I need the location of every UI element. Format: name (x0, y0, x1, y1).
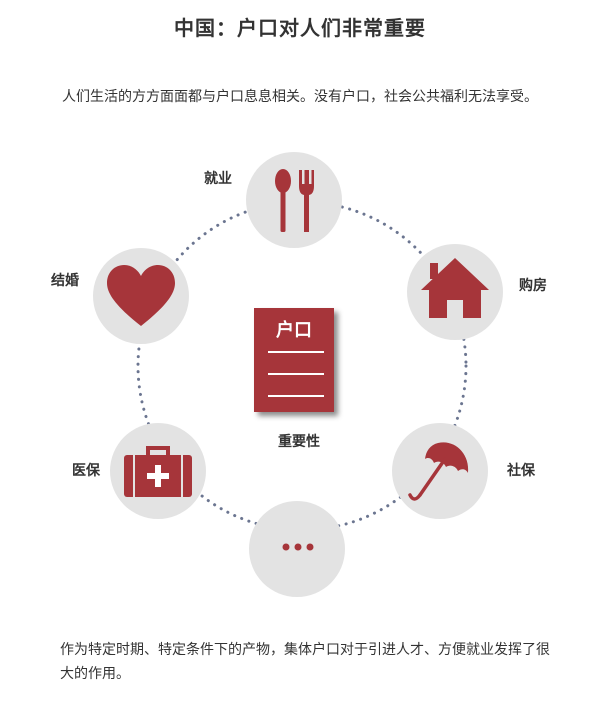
node-medical-label: 医保 (72, 463, 100, 479)
hukou-diagram: 就业 购房 结婚 医保 社保 (0, 140, 600, 610)
node-housing-label: 购房 (519, 278, 547, 294)
node-marriage (93, 248, 189, 344)
card-line (268, 351, 324, 353)
page-title: 中国：户口对人们非常重要 (174, 16, 426, 40)
fork-spoon-icon (275, 169, 314, 232)
house-icon (421, 258, 489, 318)
node-employment (246, 152, 342, 248)
node-social-security (392, 423, 488, 519)
node-housing (407, 244, 503, 340)
node-employment-label: 就业 (204, 171, 232, 187)
hukou-card: 户口 (254, 308, 334, 412)
node-social-security-label: 社保 (507, 463, 535, 479)
node-more (249, 501, 345, 597)
node-marriage-label: 结婚 (51, 273, 79, 289)
intro-text: 人们生活的方方面面都与户口息息相关。没有户口，社会公共福利无法享受。 (62, 89, 538, 105)
heart-icon (107, 265, 175, 326)
ellipsis-icon (282, 543, 314, 551)
card-line (268, 373, 324, 375)
node-medical (110, 423, 206, 519)
medical-kit-icon (124, 446, 192, 497)
card-line (268, 395, 324, 397)
center-label: 重要性 (278, 434, 320, 450)
hukou-card-title: 户口 (276, 320, 312, 341)
umbrella-icon (408, 442, 469, 501)
outro-text: 作为特定时期、特定条件下的产物，集体户口对于引进人才、方便就业发挥了很大的作用。 (60, 642, 550, 682)
